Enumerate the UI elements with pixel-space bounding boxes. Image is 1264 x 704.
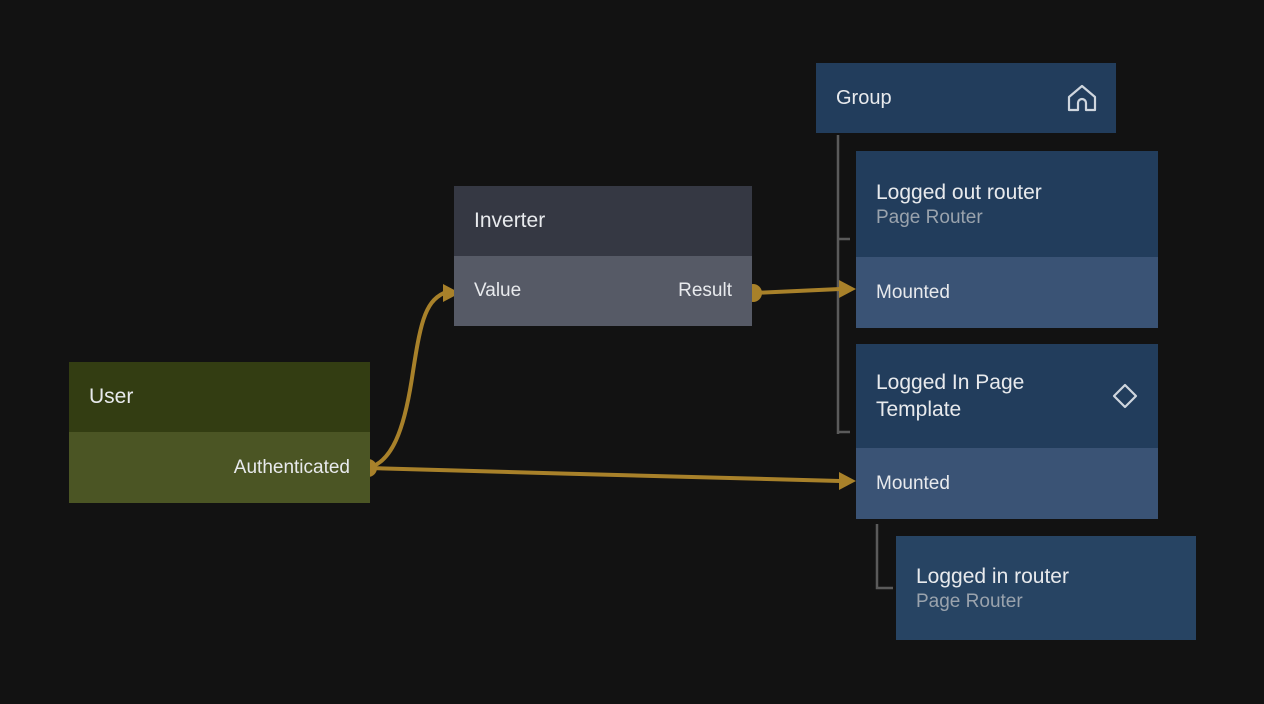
port-row-inverter[interactable]: Value Result: [454, 256, 752, 326]
port-label-mounted: Mounted: [876, 281, 950, 303]
node-logged-in-page-template-header[interactable]: Logged In Page Template: [856, 344, 1158, 448]
node-group-header[interactable]: Group: [816, 63, 1116, 133]
tree-connector-template: [875, 524, 893, 590]
port-row-authenticated[interactable]: Authenticated: [69, 432, 370, 503]
node-logged-in-router[interactable]: Logged in router Page Router: [896, 536, 1196, 640]
node-group-title: Group: [836, 86, 892, 109]
port-label-authenticated[interactable]: Authenticated: [233, 456, 350, 478]
node-inverter-title: Inverter: [474, 209, 546, 232]
node-logged-out-router-header[interactable]: Logged out router Page Router: [856, 151, 1158, 257]
node-inverter[interactable]: Inverter Value Result: [454, 186, 752, 326]
node-logged-in-router-title: Logged in router: [916, 564, 1069, 588]
port-row-mounted-template[interactable]: Mounted: [856, 448, 1158, 519]
node-group[interactable]: Group: [816, 63, 1116, 133]
node-logged-in-page-template[interactable]: Logged In Page Template Mounted: [856, 344, 1158, 519]
diamond-icon: [1110, 381, 1140, 411]
node-logged-in-router-header[interactable]: Logged in router Page Router: [896, 536, 1196, 640]
port-label-mounted: Mounted: [876, 472, 950, 494]
node-logged-in-page-template-title: Logged In Page Template: [876, 371, 1025, 421]
node-user-header[interactable]: User: [69, 362, 370, 432]
node-logged-out-router-subtitle: Page Router: [876, 206, 983, 228]
node-inverter-header[interactable]: Inverter: [454, 186, 752, 256]
node-user-title: User: [89, 385, 134, 408]
port-label-value[interactable]: Value: [474, 280, 522, 301]
node-logged-in-router-subtitle: Page Router: [916, 590, 1023, 612]
wire-user-to-inverter: [366, 284, 460, 470]
tree-connector-group: [836, 135, 850, 434]
node-logged-out-router[interactable]: Logged out router Page Router Mounted: [856, 151, 1158, 328]
wire-user-to-template: [366, 466, 856, 490]
wire-inverter-to-logged-out: [751, 280, 856, 298]
node-user[interactable]: User Authenticated: [69, 362, 370, 503]
port-label-result[interactable]: Result: [678, 280, 732, 301]
home-icon: [1066, 83, 1098, 113]
node-logged-out-router-title: Logged out router: [876, 180, 1042, 204]
port-row-mounted-logged-out[interactable]: Mounted: [856, 257, 1158, 328]
